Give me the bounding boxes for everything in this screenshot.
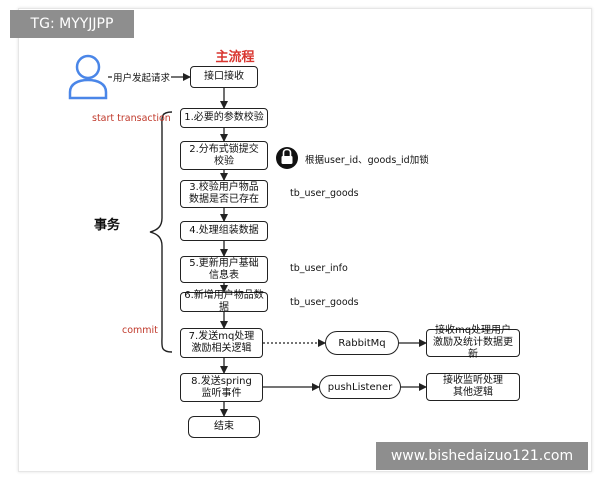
- node-pushlistener: pushListener: [319, 375, 401, 399]
- table-note-info: tb_user_info: [290, 263, 348, 274]
- table-note-goods-2: tb_user_goods: [290, 297, 359, 308]
- user-request-label: 用户发起请求: [112, 70, 172, 84]
- lock-note: 根据user_id、goods_id加锁: [305, 155, 429, 166]
- node-step3: 3.校验用户物品数据是否已存在: [180, 180, 268, 208]
- node-rabbitmq: RabbitMq: [325, 331, 399, 355]
- diagram-title: 主流程: [215, 50, 255, 65]
- node-mq-consumer: 接收mq处理用户激励及统计数据更新: [426, 325, 520, 360]
- watermark-top: TG: MYYJJPP: [10, 10, 134, 38]
- node-step5: 5.更新用户基础信息表: [180, 256, 268, 283]
- transaction-start-label: start transaction: [92, 113, 171, 124]
- user-icon: [68, 54, 108, 100]
- node-step2: 2.分布式锁提交校验: [180, 141, 268, 170]
- lock-icon: [276, 147, 298, 169]
- table-note-goods-1: tb_user_goods: [290, 188, 359, 199]
- node-listener-consumer: 接收监听处理其他逻辑: [426, 373, 520, 401]
- node-step1: 1.必要的参数校验: [180, 108, 268, 128]
- node-step8: 8.发送spring监听事件: [180, 373, 263, 402]
- node-receive: 接口接收: [190, 66, 258, 88]
- node-end: 结束: [188, 416, 260, 438]
- transaction-brace: [149, 111, 173, 353]
- node-step7: 7.发送mq处理激励相关逻辑: [180, 328, 263, 358]
- transaction-commit-label: commit: [122, 325, 158, 336]
- watermark-bottom: www.bishedaizuo121.com: [376, 442, 588, 470]
- node-step4: 4.处理组装数据: [180, 221, 268, 241]
- node-step6: 6.新增用户物品数据: [180, 290, 268, 313]
- transaction-label: 事务: [94, 218, 121, 233]
